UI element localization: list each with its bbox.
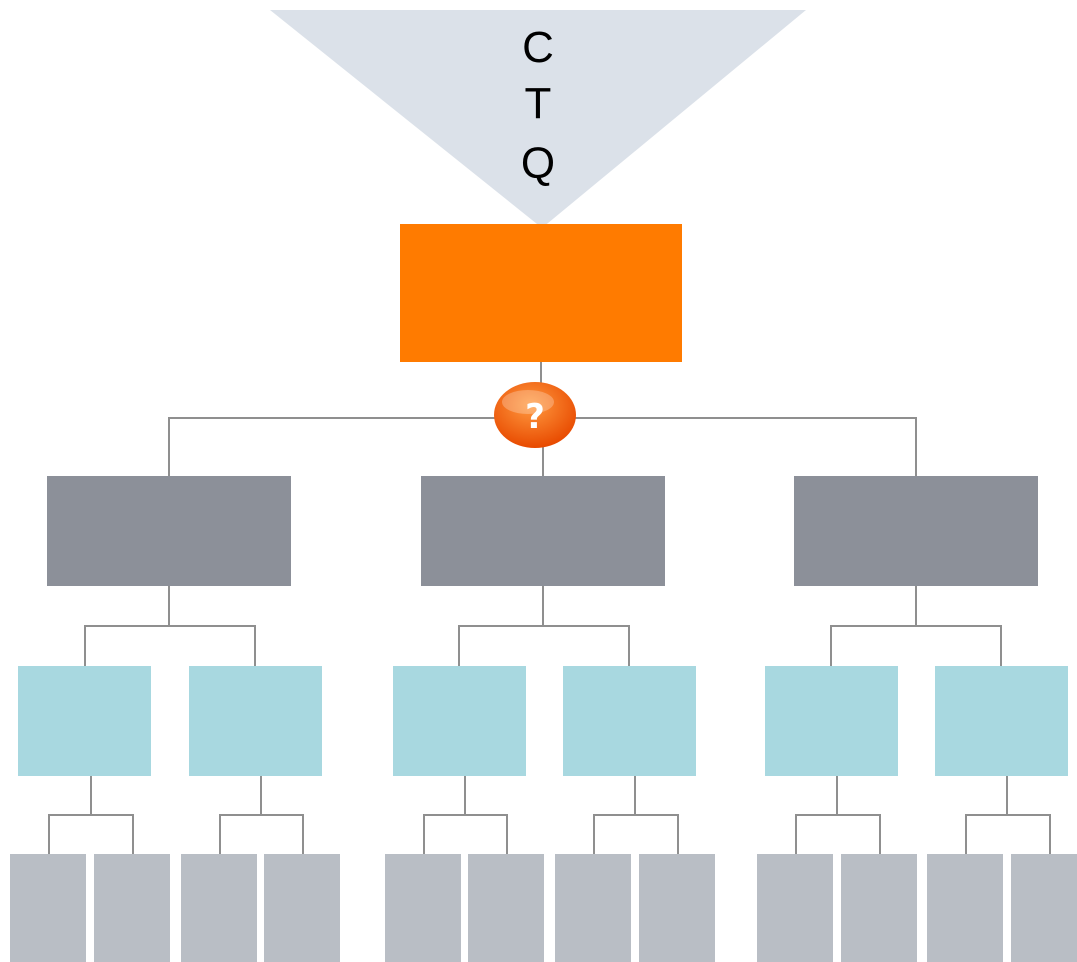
leaf-box-3-2-2 xyxy=(1011,854,1077,962)
leaf-box-2-2-1 xyxy=(555,854,631,962)
sub-1-1-connector xyxy=(48,776,134,854)
sub-box-2-1 xyxy=(393,666,526,776)
funnel-letter-q: Q xyxy=(521,139,555,188)
funnel-letter-t: T xyxy=(525,79,552,128)
sub-2-2-connector xyxy=(593,776,679,854)
leaf-box-3-1-2 xyxy=(841,854,917,962)
sub-box-1-1 xyxy=(18,666,151,776)
branch-box-2 xyxy=(421,476,665,586)
sub-box-3-2 xyxy=(935,666,1068,776)
sub-3-1-connector xyxy=(795,776,881,854)
branch-1-connector xyxy=(84,586,256,666)
leaf-box-2-1-2 xyxy=(468,854,544,962)
ctq-funnel xyxy=(270,10,806,228)
sub-box-1-2 xyxy=(189,666,322,776)
sub-2-1-connector xyxy=(423,776,508,854)
leaf-box-3-2-1 xyxy=(927,854,1003,962)
branch-box-1 xyxy=(47,476,291,586)
question-mark-glyph: ? xyxy=(525,397,545,437)
branch-3-connector xyxy=(830,586,1002,666)
leaf-box-2-1-1 xyxy=(385,854,461,962)
funnel-letter-c: C xyxy=(522,23,554,72)
leaf-box-1-1-2 xyxy=(94,854,170,962)
sub-1-2-connector xyxy=(219,776,304,854)
leaf-box-1-1-1 xyxy=(10,854,86,962)
leaf-box-2-2-2 xyxy=(639,854,715,962)
tree-boxes xyxy=(10,224,1077,962)
leaf-box-1-2-1 xyxy=(181,854,257,962)
sub-box-2-2 xyxy=(563,666,696,776)
leaf-box-1-2-2 xyxy=(264,854,340,962)
leaf-box-3-1-1 xyxy=(757,854,833,962)
sub-box-3-1 xyxy=(765,666,898,776)
branch-2-connector xyxy=(458,586,630,666)
sub-3-2-connector xyxy=(965,776,1051,854)
root-box xyxy=(400,224,682,362)
branch-box-3 xyxy=(794,476,1038,586)
question-mark-icon[interactable]: ? xyxy=(494,382,576,448)
